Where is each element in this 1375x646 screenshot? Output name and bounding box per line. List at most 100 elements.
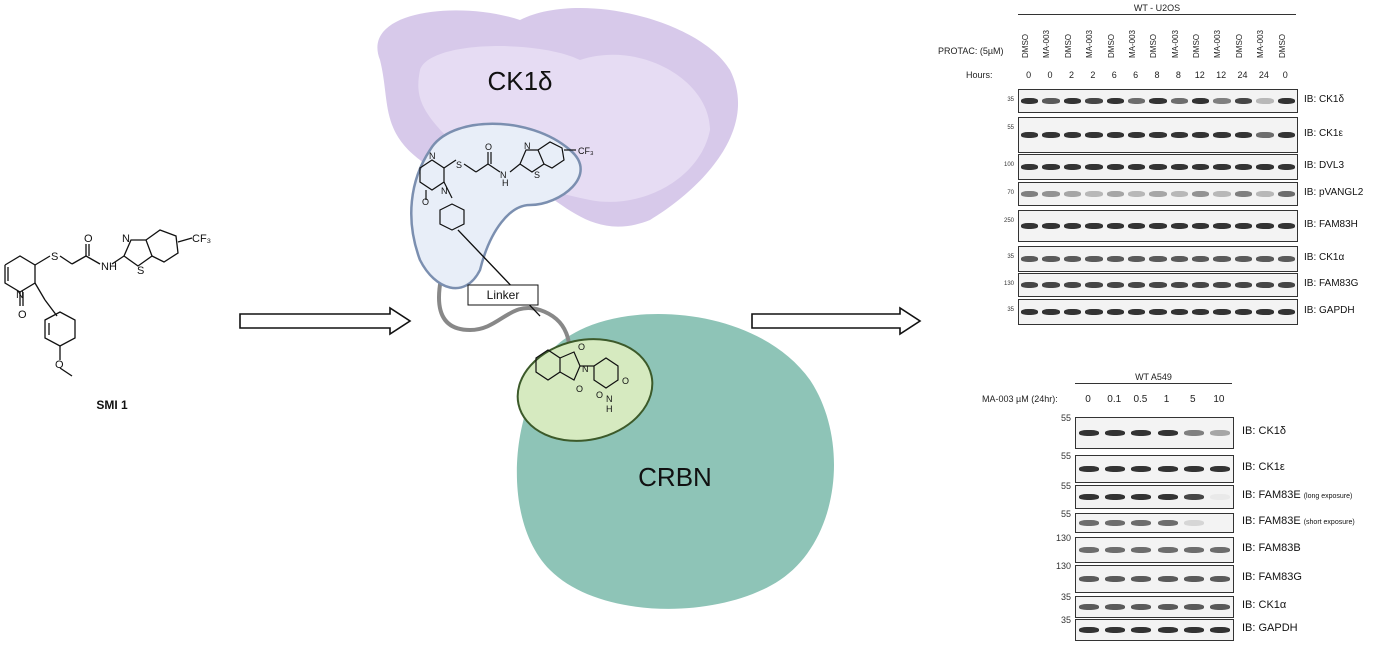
blot-strip: [1075, 565, 1234, 593]
svg-text:N: N: [16, 289, 24, 301]
compound-name: SMI 1: [96, 398, 128, 412]
band: [1127, 164, 1146, 170]
band: [1209, 547, 1230, 553]
svg-text:H: H: [606, 404, 613, 414]
band: [1256, 164, 1274, 170]
ib-name: IB: FAM83B: [1242, 542, 1301, 554]
band: [1127, 98, 1146, 104]
mw-marker: 35: [1007, 307, 1014, 313]
band: [1234, 309, 1253, 315]
band: [1192, 98, 1210, 104]
band: [1192, 132, 1210, 138]
band: [1079, 547, 1100, 553]
band: [1085, 282, 1103, 288]
band: [1085, 309, 1103, 315]
band: [1106, 98, 1124, 104]
mw-marker: 35: [1060, 592, 1071, 602]
band: [1131, 604, 1152, 610]
band: [1149, 132, 1167, 138]
band: [1234, 256, 1253, 262]
svg-text:N: N: [429, 151, 436, 161]
band: [1234, 191, 1253, 197]
blot-strip: [1018, 182, 1298, 206]
svg-text:O: O: [596, 390, 603, 400]
band: [1157, 466, 1178, 472]
band: [1256, 98, 1274, 104]
band: [1127, 191, 1146, 197]
band: [1149, 191, 1167, 197]
band: [1277, 282, 1295, 288]
mw-marker: 130: [1055, 533, 1071, 543]
svg-text:N: N: [122, 233, 130, 245]
band: [1157, 430, 1178, 436]
band: [1192, 309, 1210, 315]
band: [1277, 98, 1295, 104]
band: [1213, 132, 1231, 138]
band: [1063, 191, 1082, 197]
band: [1021, 282, 1039, 288]
band: [1042, 309, 1060, 315]
blot-strip: [1018, 154, 1298, 180]
mw-marker: 130: [1003, 281, 1014, 287]
ib-label: IB: CK1δ: [1304, 94, 1345, 105]
band: [1021, 191, 1039, 197]
band: [1105, 520, 1126, 526]
blot-strip: [1075, 485, 1234, 509]
u2os-title: WT - U2OS: [1133, 3, 1181, 13]
svg-text:O: O: [55, 359, 64, 371]
mw-marker: 130: [1055, 561, 1071, 571]
mw-marker: 250: [1003, 218, 1014, 224]
blot-strip: [1075, 619, 1234, 641]
band: [1127, 282, 1146, 288]
band: [1105, 604, 1126, 610]
band: [1079, 520, 1100, 526]
ib-label: IB: DVL3: [1304, 160, 1345, 171]
band: [1042, 256, 1060, 262]
hours-label: Hours:: [966, 70, 993, 80]
mw-marker: 55: [1060, 413, 1071, 423]
band: [1131, 547, 1152, 553]
lane-label: MA-003: [1213, 29, 1223, 58]
hours-value: 6: [1111, 70, 1117, 80]
dose-value: 0: [1085, 394, 1091, 405]
band: [1213, 191, 1231, 197]
lane-label: MA-003: [1042, 29, 1052, 58]
band: [1170, 282, 1189, 288]
band: [1085, 191, 1103, 197]
band: [1106, 256, 1124, 262]
band: [1085, 98, 1103, 104]
band: [1234, 132, 1253, 138]
mw-marker: 55: [1007, 125, 1014, 131]
band: [1149, 309, 1167, 315]
lane-label: DMSO: [1063, 34, 1073, 58]
band: [1105, 466, 1126, 472]
band: [1106, 282, 1124, 288]
band: [1021, 223, 1039, 229]
ib-label: IB: CK1α: [1242, 599, 1286, 611]
band: [1106, 164, 1124, 170]
band: [1127, 223, 1146, 229]
ib-name: IB: FAM83G: [1242, 571, 1302, 583]
band: [1042, 191, 1060, 197]
svg-text:CF₃: CF₃: [578, 146, 594, 156]
mw-marker: 70: [1007, 190, 1014, 196]
band: [1131, 627, 1152, 633]
band: [1079, 604, 1100, 610]
band: [1063, 132, 1082, 138]
hours-value: 8: [1175, 70, 1181, 80]
lane-label: DMSO: [1277, 34, 1287, 58]
band: [1042, 98, 1060, 104]
a549-title: WT A549: [1135, 372, 1172, 382]
ib-label: IB: FAM83G: [1304, 278, 1359, 289]
hours-value: 24: [1258, 70, 1269, 80]
band: [1170, 98, 1189, 104]
band: [1021, 98, 1039, 104]
ternary-complex: CK1δ CRBN N S O N N S H: [377, 8, 834, 609]
band: [1213, 98, 1231, 104]
dose-value: 0.5: [1133, 394, 1148, 405]
band: [1209, 466, 1230, 472]
band: [1183, 430, 1204, 436]
band: [1234, 98, 1253, 104]
band: [1105, 576, 1126, 582]
hours-value: 2: [1068, 70, 1074, 80]
